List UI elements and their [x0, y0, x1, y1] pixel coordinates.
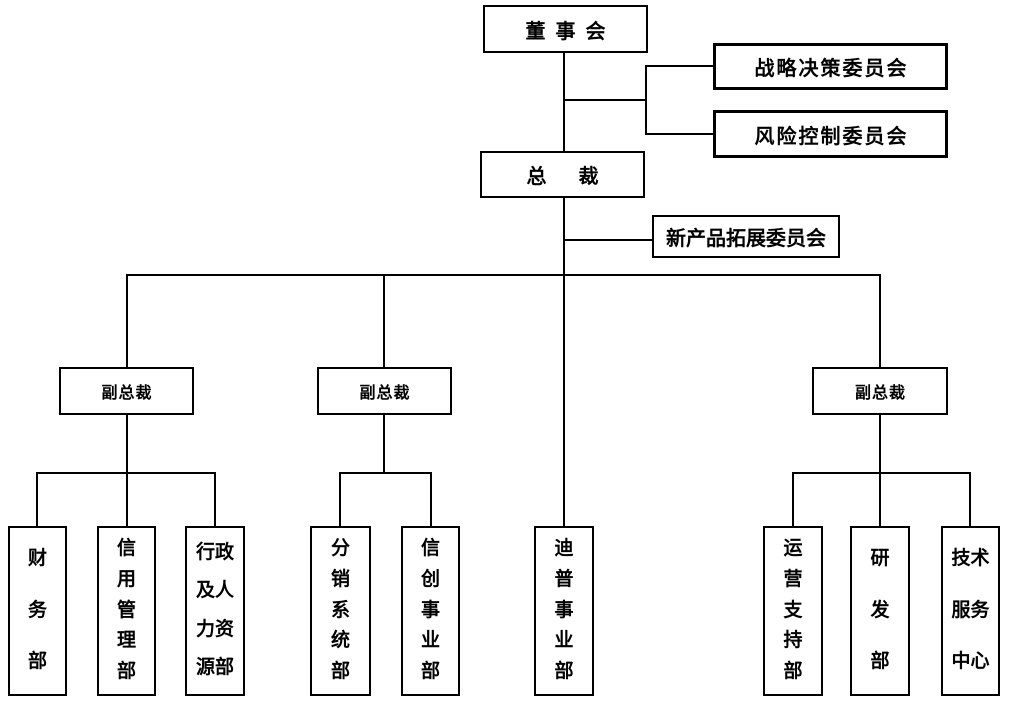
dept-admin-hr-line: 行政	[195, 541, 234, 563]
dept-tech-service-line: 技术	[951, 548, 990, 570]
dept-admin-hr-line: 源部	[195, 657, 234, 679]
node-strategy-committee: 战略决策委员会	[713, 43, 948, 90]
dept-rnd-line: 发	[870, 599, 890, 621]
dept-finance-line: 务	[27, 599, 47, 621]
node-vp1: 副总裁	[59, 367, 194, 415]
node-new-product-committee-label: 新产品拓展委员会	[666, 228, 826, 250]
dept-ops-support-line: 运	[783, 537, 803, 559]
dept-credit-line: 信	[116, 537, 136, 559]
connector-president-trunk	[563, 198, 565, 526]
node-president: 总裁	[480, 151, 645, 198]
connector-finance-drop	[36, 472, 38, 526]
dept-distribution-line: 部	[330, 661, 350, 683]
dept-tech-service-line: 服务	[951, 599, 990, 621]
node-vp2-label: 副总裁	[359, 385, 411, 402]
node-president-label: 总裁	[526, 166, 631, 188]
dept-credit-line: 用	[116, 568, 136, 590]
dept-dipu-line: 业	[554, 630, 574, 652]
dept-ops-support-line: 营	[783, 568, 803, 590]
connector-committee-stub	[563, 99, 647, 101]
dept-distribution-line: 系	[330, 599, 350, 621]
dept-credit-line: 理	[116, 630, 136, 652]
node-dept-finance: 财 务 部	[8, 526, 67, 696]
connector-xinchuang-drop	[430, 472, 432, 526]
dept-tech-service-line: 中心	[951, 650, 990, 672]
connector-tech-service-drop	[969, 472, 971, 526]
dept-ops-support-line: 持	[783, 630, 803, 652]
node-strategy-committee-label: 战略决策委员会	[754, 58, 909, 80]
node-vp2: 副总裁	[317, 367, 452, 415]
connector-credit-drop	[126, 472, 128, 526]
dept-xinchuang-line: 事	[420, 599, 440, 621]
dept-credit-line: 部	[116, 661, 136, 683]
connector-risk-committee	[645, 133, 713, 135]
dept-finance-line: 部	[27, 650, 47, 672]
node-dept-tech-service: 技术 服务 中心	[941, 526, 1000, 696]
node-board-label: 董事会	[525, 20, 616, 43]
dept-dipu-line: 迪	[554, 537, 574, 559]
connector-vp1-down	[126, 415, 128, 474]
connector-committee-bracket	[645, 65, 647, 135]
node-dept-rnd: 研 发 部	[850, 526, 910, 696]
connector-admin-hr-drop	[214, 472, 216, 526]
connector-strategy-committee	[645, 65, 713, 67]
dept-dipu-line: 部	[554, 661, 574, 683]
dept-dipu-line: 事	[554, 599, 574, 621]
dept-dipu-line: 普	[554, 568, 574, 590]
dept-credit-line: 管	[116, 599, 136, 621]
connector-vp3-down	[879, 415, 881, 474]
dept-finance-line: 财	[27, 548, 47, 570]
node-dept-ops-support: 运 营 支 持 部	[763, 526, 823, 696]
dept-xinchuang-line: 部	[420, 661, 440, 683]
connector-rail-vp3	[879, 274, 881, 367]
connector-distribution-drop	[339, 472, 341, 526]
dept-ops-support-line: 部	[783, 661, 803, 683]
connector-rnd-drop	[879, 472, 881, 526]
node-vp1-label: 副总裁	[101, 385, 153, 402]
node-dept-distribution: 分 销 系 统 部	[310, 526, 371, 696]
dept-ops-support-line: 支	[783, 599, 803, 621]
node-risk-committee-label: 风险控制委员会	[754, 125, 909, 148]
connector-vp2-down	[383, 415, 385, 474]
dept-xinchuang-line: 信	[420, 537, 440, 559]
node-vp3: 副总裁	[812, 367, 948, 415]
node-new-product-committee: 新产品拓展委员会	[652, 215, 840, 258]
connector-ops-support-drop	[792, 472, 794, 526]
dept-admin-hr-line: 及人	[195, 580, 234, 602]
connector-rail-vp2	[383, 274, 385, 367]
dept-distribution-line: 销	[330, 568, 350, 590]
node-risk-committee: 风险控制委员会	[713, 110, 948, 158]
dept-admin-hr-line: 力资	[195, 618, 234, 640]
dept-rnd-line: 部	[870, 650, 890, 672]
dept-distribution-line: 统	[330, 630, 350, 652]
node-vp3-label: 副总裁	[854, 385, 906, 402]
dept-distribution-line: 分	[330, 537, 350, 559]
dept-xinchuang-line: 业	[420, 630, 440, 652]
connector-new-product-committee	[563, 239, 652, 241]
node-dept-xinchuang: 信 创 事 业 部	[401, 526, 460, 696]
node-board: 董事会	[483, 5, 648, 53]
connector-main-rail	[126, 274, 881, 276]
connector-vp3-rail	[792, 472, 971, 474]
node-dept-credit: 信 用 管 理 部	[97, 526, 156, 696]
dept-xinchuang-line: 创	[420, 568, 440, 590]
connector-vp2-rail	[339, 472, 432, 474]
connector-board-president	[563, 53, 565, 151]
dept-rnd-line: 研	[870, 548, 890, 570]
connector-rail-vp1	[126, 274, 128, 367]
node-dept-admin-hr: 行政 及人 力资 源部	[185, 526, 245, 696]
node-dept-dipu: 迪 普 事 业 部	[534, 526, 594, 696]
